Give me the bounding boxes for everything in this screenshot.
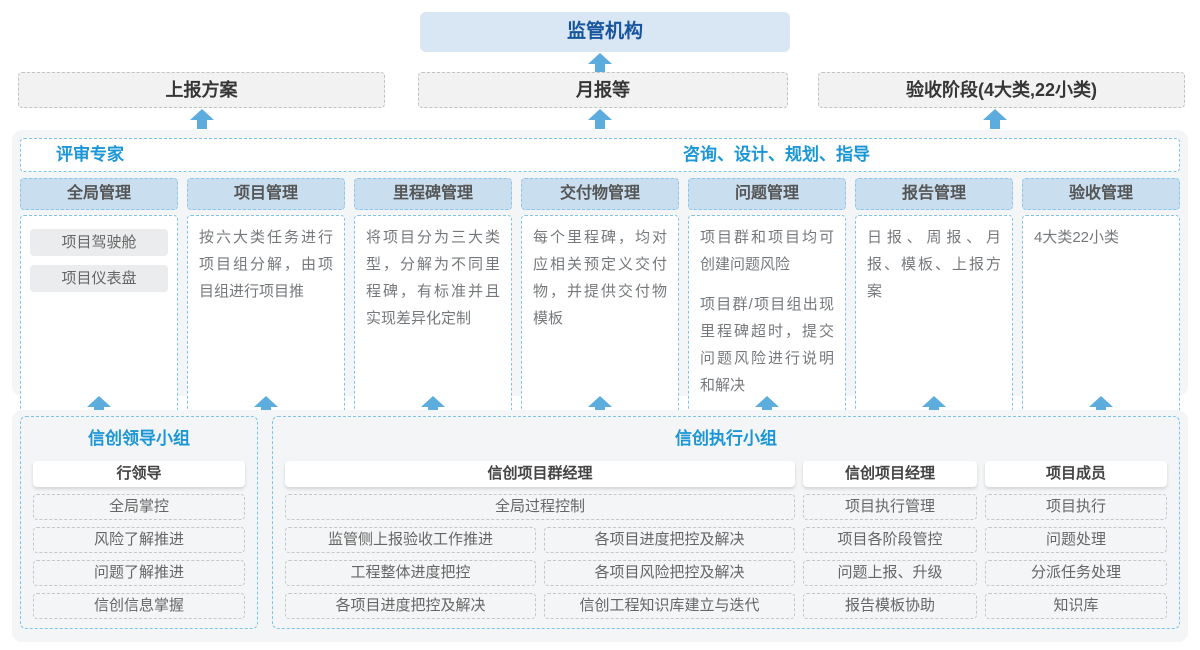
exec-row: 信创项目群经理 全局过程控制 监管侧上报验收工作推进 工程整体进度把控 各项目进… xyxy=(273,455,1179,619)
feature-chip: 项目仪表盘 xyxy=(30,265,168,292)
task-item: 信创工程知识库建立与迭代 xyxy=(544,593,795,619)
role-box-project-manager: 信创项目经理 xyxy=(803,461,977,487)
role-box-project-member: 项目成员 xyxy=(985,461,1167,487)
task-item: 工程整体进度把控 xyxy=(285,560,536,586)
report-box-acceptance-stage: 验收阶段(4大类,22小类) xyxy=(818,72,1185,108)
leader-group-title: 信创领导小组 xyxy=(88,429,190,448)
org-panel: 信创领导小组 行领导 全局掌控 风险了解推进 问题了解推进 信创信息掌握 信创执… xyxy=(12,410,1188,642)
column-header: 报告管理 xyxy=(855,178,1013,210)
regulator-box: 监管机构 xyxy=(420,12,790,52)
project-member-section: 项目成员 项目执行 问题处理 分派任务处理 知识库 xyxy=(985,461,1167,619)
column-header: 交付物管理 xyxy=(521,178,679,210)
task-item: 各项目进度把控及解决 xyxy=(285,593,536,619)
column-acceptance-management: 验收管理 4大类22小类 xyxy=(1022,178,1180,421)
task-item: 报告模板协助 xyxy=(803,593,977,619)
arrow-stem xyxy=(595,64,605,73)
column-description: 按六大类任务进行项目组分解，由项目组进行项目推 xyxy=(199,229,333,300)
task-item: 风险了解推进 xyxy=(33,527,245,553)
task-item: 项目各阶段管控 xyxy=(803,527,977,553)
column-description: 日报、周报、月报、模板、上报方案 xyxy=(867,229,1001,300)
task-item: 各项目进度把控及解决 xyxy=(544,527,795,553)
task-item: 分派任务处理 xyxy=(985,560,1167,586)
task-item: 问题处理 xyxy=(985,527,1167,553)
feature-chip: 项目驾驶舱 xyxy=(30,229,168,256)
column-issue-management: 问题管理 项目群和项目均可创建问题风险 项目群/项目组出现里程碑超时，提交问题风… xyxy=(688,178,846,421)
leader-group: 信创领导小组 行领导 全局掌控 风险了解推进 问题了解推进 信创信息掌握 xyxy=(20,416,258,629)
column-description: 4大类22小类 xyxy=(1034,229,1120,246)
column-description: 项目群和项目均可创建问题风险 xyxy=(700,229,834,273)
task-column: 各项目进度把控及解决 各项目风险把控及解决 信创工程知识库建立与迭代 xyxy=(544,527,795,619)
column-header: 里程碑管理 xyxy=(354,178,512,210)
consulting-label: 咨询、设计、规划、指导 xyxy=(683,145,870,164)
column-milestone-management: 里程碑管理 将项目分为三大类型，分解为不同里程碑，有标准并且实现差异化定制 xyxy=(354,178,512,421)
column-header: 项目管理 xyxy=(187,178,345,210)
column-body: 每个里程碑，均对应相关预定义交付物，并提供交付物模板 xyxy=(521,215,679,421)
task-item: 监管侧上报验收工作推进 xyxy=(285,527,536,553)
role-band: 评审专家 咨询、设计、规划、指导 xyxy=(20,138,1180,172)
program-manager-task-columns: 监管侧上报验收工作推进 工程整体进度把控 各项目进度把控及解决 各项目进度把控及… xyxy=(285,527,795,619)
task-column: 监管侧上报验收工作推进 工程整体进度把控 各项目进度把控及解决 xyxy=(285,527,536,619)
reviewer-expert-label: 评审专家 xyxy=(56,145,124,164)
up-arrow-icon xyxy=(588,109,612,129)
task-item: 全局过程控制 xyxy=(285,494,795,520)
column-body: 日报、周报、月报、模板、上报方案 xyxy=(855,215,1013,421)
task-item: 项目执行管理 xyxy=(803,494,977,520)
up-arrow-icon xyxy=(983,109,1007,129)
role-box-program-manager: 信创项目群经理 xyxy=(285,461,795,487)
task-item: 全局掌控 xyxy=(33,494,245,520)
column-description: 项目群/项目组出现里程碑超时，提交问题风险进行说明和解决 xyxy=(700,296,834,394)
exec-group: 信创执行小组 信创项目群经理 全局过程控制 监管侧上报验收工作推进 工程整体进度… xyxy=(272,416,1180,629)
project-manager-section: 信创项目经理 项目执行管理 项目各阶段管控 问题上报、升级 报告模板协助 xyxy=(803,461,977,619)
column-header: 问题管理 xyxy=(688,178,846,210)
column-body: 项目驾驶舱 项目仪表盘 xyxy=(20,215,178,421)
management-panel: 评审专家 咨询、设计、规划、指导 全局管理 项目驾驶舱 项目仪表盘 项目管理 按… xyxy=(12,130,1188,421)
report-box-monthly: 月报等 xyxy=(418,72,788,108)
column-header: 全局管理 xyxy=(20,178,178,210)
column-project-management: 项目管理 按六大类任务进行项目组分解，由项目组进行项目推 xyxy=(187,178,345,421)
up-arrow-icon xyxy=(588,53,612,73)
column-body: 4大类22小类 xyxy=(1022,215,1180,421)
exec-group-title: 信创执行小组 xyxy=(675,429,777,448)
column-description: 每个里程碑，均对应相关预定义交付物，并提供交付物模板 xyxy=(533,229,667,327)
role-box-bank-leader: 行领导 xyxy=(33,461,245,487)
task-item: 问题了解推进 xyxy=(33,560,245,586)
management-columns: 全局管理 项目驾驶舱 项目仪表盘 项目管理 按六大类任务进行项目组分解，由项目组… xyxy=(20,178,1180,421)
column-header: 验收管理 xyxy=(1022,178,1180,210)
up-arrow-icon xyxy=(190,109,214,129)
column-body: 将项目分为三大类型，分解为不同里程碑，有标准并且实现差异化定制 xyxy=(354,215,512,421)
task-item: 知识库 xyxy=(985,593,1167,619)
column-deliverable-management: 交付物管理 每个里程碑，均对应相关预定义交付物，并提供交付物模板 xyxy=(521,178,679,421)
task-item: 问题上报、升级 xyxy=(803,560,977,586)
column-global-management: 全局管理 项目驾驶舱 项目仪表盘 xyxy=(20,178,178,421)
report-box-submission-plan: 上报方案 xyxy=(18,72,385,108)
task-item: 项目执行 xyxy=(985,494,1167,520)
task-item: 各项目风险把控及解决 xyxy=(544,560,795,586)
column-body: 项目群和项目均可创建问题风险 项目群/项目组出现里程碑超时，提交问题风险进行说明… xyxy=(688,215,846,421)
column-body: 按六大类任务进行项目组分解，由项目组进行项目推 xyxy=(187,215,345,421)
arrow-head xyxy=(588,53,612,64)
column-report-management: 报告管理 日报、周报、月报、模板、上报方案 xyxy=(855,178,1013,421)
program-manager-section: 信创项目群经理 全局过程控制 监管侧上报验收工作推进 工程整体进度把控 各项目进… xyxy=(285,461,795,619)
task-item: 信创信息掌握 xyxy=(33,593,245,619)
column-description: 将项目分为三大类型，分解为不同里程碑，有标准并且实现差异化定制 xyxy=(366,229,500,327)
